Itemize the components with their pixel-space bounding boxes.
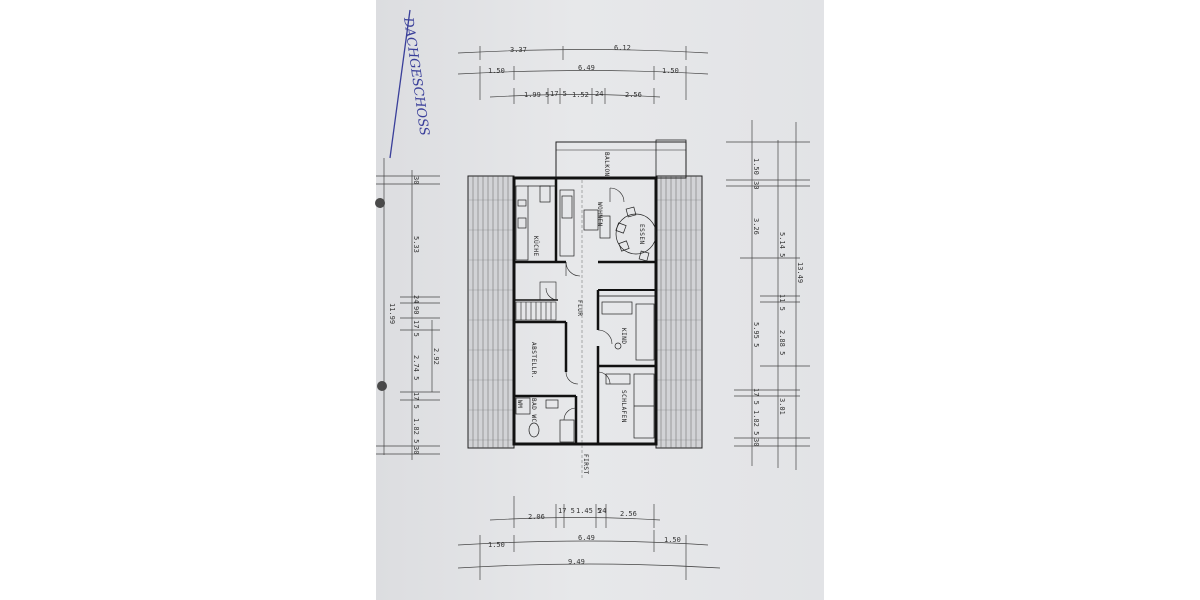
dim-top-3c: 1.52	[572, 91, 589, 99]
dim-top-1b: 6.12	[614, 44, 631, 52]
room-label-flur: FLUR	[576, 300, 583, 316]
binder-hole-bottom	[377, 381, 387, 391]
dim-left-5: 17 5	[412, 320, 420, 337]
heading-text: DACHGESCHOSS	[400, 15, 432, 136]
bottom-dimensions	[457, 496, 721, 580]
dim-top-3a: 1.99 5	[524, 91, 549, 99]
dim-left-1: 30	[412, 176, 420, 184]
room-label-abstellr: ABSTELLR.	[530, 342, 537, 379]
dim-top-1a: 3.37	[510, 46, 527, 54]
dim-bottom-2a: 1.50	[488, 541, 505, 549]
kitchen-counter	[515, 185, 556, 261]
room-label-wohnen: WOHNEN	[596, 202, 603, 227]
dim-right-2: 30	[752, 181, 760, 189]
dim-bottom-3: 9.49	[568, 558, 585, 566]
doors	[545, 187, 625, 421]
kind-furniture	[601, 301, 655, 361]
dim-top-3b: 17 5	[550, 90, 567, 98]
dim-right-7: 2.88 5	[778, 330, 786, 355]
dim-bottom-1b: 17 5	[558, 507, 575, 515]
dim-left-3: 24	[412, 295, 420, 303]
paper-sheet	[376, 0, 824, 600]
label-first: FIRST	[582, 454, 589, 475]
walls	[512, 176, 658, 446]
dim-bottom-1e: 2.56	[620, 510, 637, 518]
handwritten-heading: DACHGESCHOSS	[389, 9, 432, 159]
dim-top-2c: 1.50	[662, 67, 679, 75]
room-label-kind: KIND	[620, 328, 627, 344]
room-label-bad-wc: BAD WC	[530, 398, 537, 423]
bath-fixtures	[515, 397, 575, 443]
dim-right-5: 11 5	[778, 294, 786, 311]
dim-right-9: 1.82 5	[752, 410, 760, 435]
right-dimensions	[726, 120, 810, 470]
dim-left-8: 1.82 5	[412, 418, 420, 443]
room-label-kueche: KÜCHE	[532, 236, 539, 257]
dim-top-3e: 2.56	[625, 91, 642, 99]
roof-slope-left	[467, 175, 515, 449]
dim-bottom-1c: 1.45 5	[576, 507, 601, 515]
room-label-balkon: BALKON	[603, 152, 610, 177]
binder-hole-top	[375, 198, 385, 208]
dim-bottom-2c: 1.50	[664, 536, 681, 544]
dim-right-10: 30	[752, 438, 760, 446]
dim-left-6: 2.74 5	[412, 355, 420, 380]
dim-left-2: 5.33	[412, 236, 420, 253]
dim-right-3: 3.26	[752, 218, 760, 235]
roof-slope-right	[655, 175, 703, 449]
dim-bottom-1d: 24	[598, 507, 606, 515]
dim-left-4: 90	[412, 306, 420, 314]
dim-top-2b: 6.49	[578, 64, 595, 72]
dim-right-6: 5.95 5	[752, 322, 760, 347]
balcony	[555, 139, 687, 179]
dim-left-outer: 11.99	[388, 303, 396, 324]
dim-right-8: 17 5	[752, 388, 760, 405]
schlafen-furniture	[605, 373, 655, 439]
room-label-essen: ESSEN	[638, 224, 645, 245]
dim-bottom-1a: 2.06	[528, 513, 545, 521]
dim-right-outer: 13.49	[796, 262, 804, 283]
living-furniture	[559, 189, 657, 262]
dim-right-mid: 3.01	[778, 398, 786, 415]
dim-top-2a: 1.50	[488, 67, 505, 75]
dim-top-3d: 24	[595, 90, 603, 98]
top-dimensions	[457, 46, 709, 104]
dim-right-4: 5.14 5	[778, 232, 786, 257]
stairs	[515, 281, 557, 321]
room-label-wm: WM	[516, 400, 523, 408]
dim-left-7: 17 5	[412, 392, 420, 409]
dim-bottom-2b: 6.49	[578, 534, 595, 542]
room-label-schlafen: SCHLAFEN	[620, 390, 627, 423]
dim-right-1: 1.50	[752, 158, 760, 175]
dim-left-small: 2.92	[432, 348, 440, 365]
left-dimensions	[376, 158, 440, 460]
dim-left-9: 30	[412, 446, 420, 454]
